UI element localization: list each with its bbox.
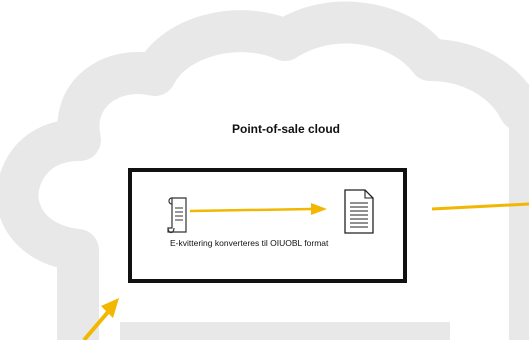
conversion-arrow: [189, 203, 327, 215]
conversion-arrow-head: [311, 203, 327, 215]
receipt-icon: [167, 197, 187, 234]
cloud-bottom-band: [120, 322, 450, 340]
document-icon: [344, 189, 374, 234]
conversion-arrow-shaft: [189, 207, 313, 213]
cloud-title: Point-of-sale cloud: [232, 122, 340, 136]
incoming-arrow-shaft: [82, 310, 110, 340]
outgoing-arrow: [431, 202, 529, 211]
incoming-arrow-head: [101, 298, 119, 318]
incoming-arrow: [82, 298, 119, 340]
process-caption: E-kvittering konverteres til OIUOBL form…: [170, 238, 329, 248]
